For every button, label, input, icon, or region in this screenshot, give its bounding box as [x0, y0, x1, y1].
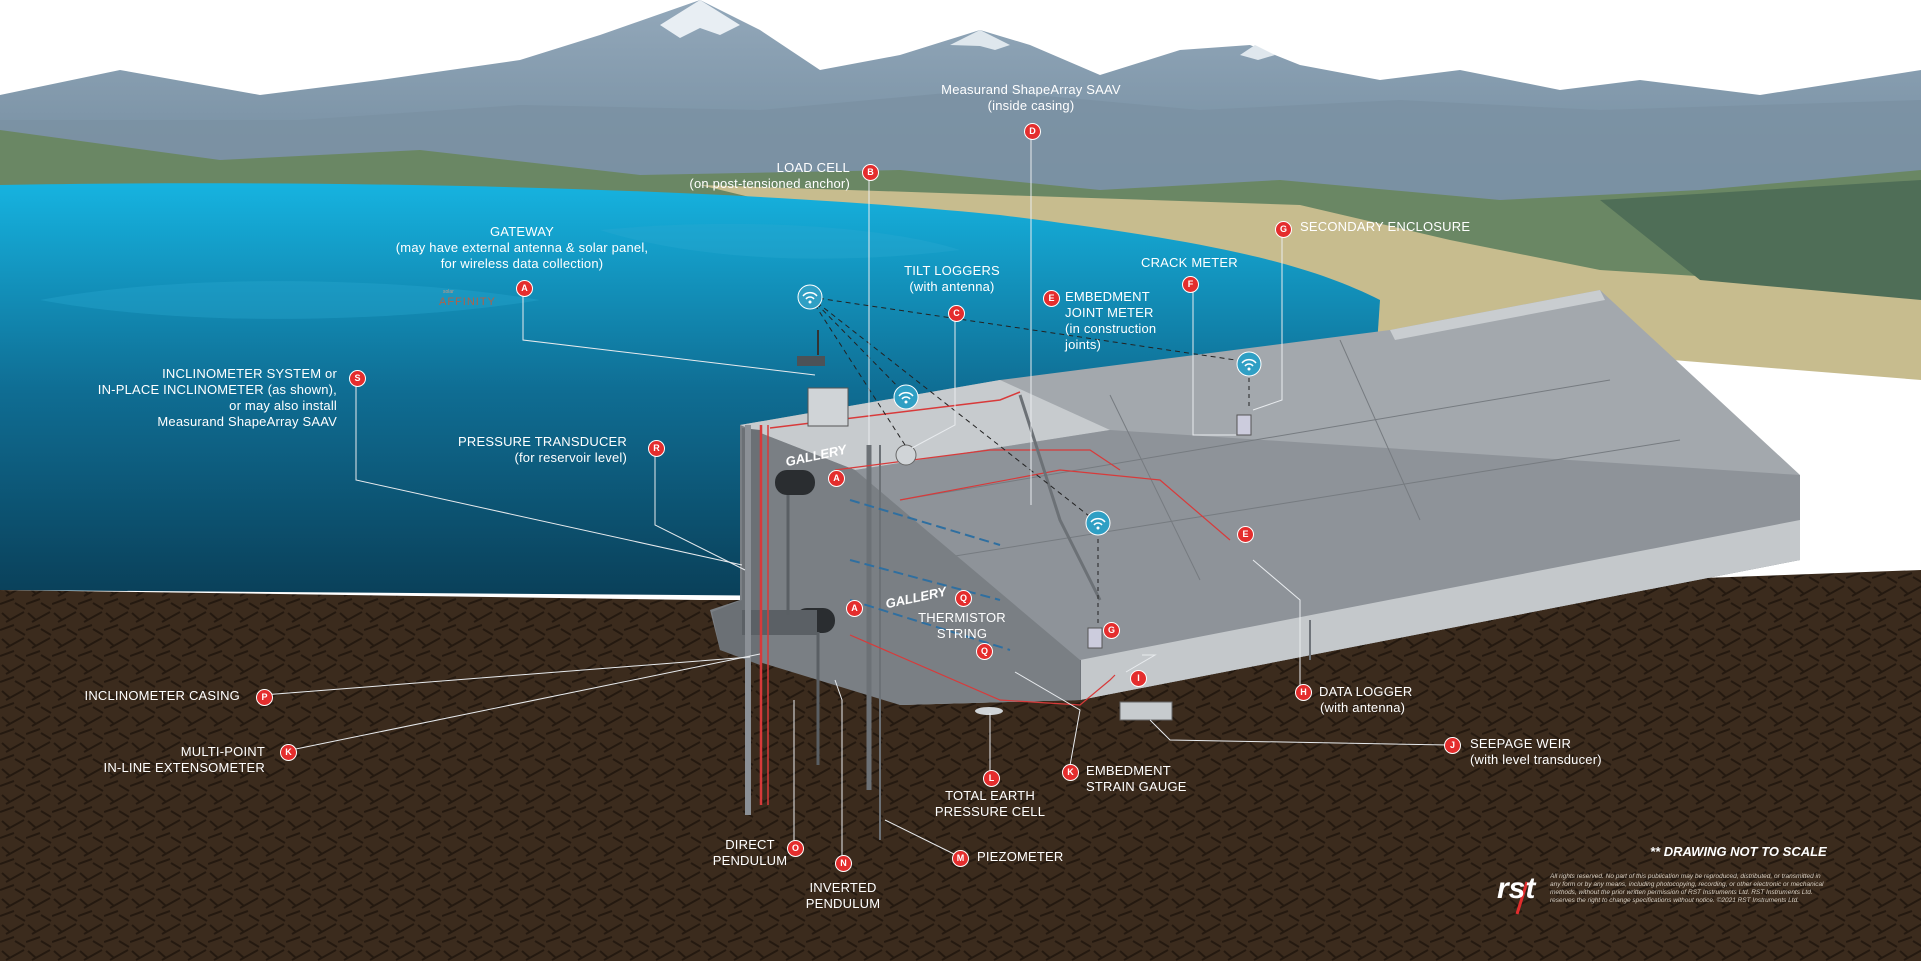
label-piezometer: PIEZOMETER: [977, 849, 1064, 864]
label-gateway: GATEWAY(may have external antenna & sola…: [395, 224, 649, 271]
rst-logo: rst: [1497, 872, 1536, 905]
drawing-scale-note: ** DRAWING NOT TO SCALE: [1650, 844, 1827, 859]
badge-i: I: [1130, 670, 1147, 687]
label-secondary-enclosure: SECONDARY ENCLOSURE: [1300, 219, 1471, 234]
badge-e: E: [1043, 290, 1060, 307]
badge-d: D: [1024, 123, 1041, 140]
badge-s: S: [349, 370, 366, 387]
badge-m: M: [952, 850, 969, 867]
badge-p: P: [256, 689, 273, 706]
badge-l: L: [983, 770, 1000, 787]
wifi-icon: [1085, 510, 1111, 536]
badge-r: R: [648, 440, 665, 457]
wifi-icon: [797, 284, 823, 310]
label-seepage-weir: SEEPAGE WEIR(with level transducer): [1470, 736, 1602, 767]
label-tilt-loggers: TILT LOGGERS(with antenna): [904, 263, 1000, 294]
badge-k-strain-gauge: K: [1062, 764, 1079, 781]
wifi-icon: [1236, 351, 1262, 377]
badge-q-lower: Q: [976, 643, 993, 660]
badge-k-extensometer: K: [280, 744, 297, 761]
badge-j: J: [1444, 737, 1461, 754]
badge-o: O: [787, 840, 804, 857]
badge-f: F: [1182, 276, 1199, 293]
badge-c: C: [948, 305, 965, 322]
badge-h: H: [1295, 684, 1312, 701]
badge-a-gallery-upper: A: [828, 470, 845, 487]
badge-g-secondary: G: [1103, 622, 1120, 639]
badge-b: B: [862, 164, 879, 181]
label-crack-meter: CRACK METER: [1141, 255, 1238, 270]
label-shapearray: Measurand ShapeArray SAAV(inside casing): [941, 82, 1121, 113]
badge-e-secondary: E: [1237, 526, 1254, 543]
badge-g: G: [1275, 221, 1292, 238]
label-pressure-transducer: PRESSURE TRANSDUCER(for reservoir level): [458, 434, 627, 465]
label-data-logger: DATA LOGGER(with antenna): [1319, 684, 1413, 715]
badge-q-upper: Q: [955, 590, 972, 607]
label-load-cell: LOAD CELL(on post-tensioned anchor): [689, 160, 850, 191]
badge-n: N: [835, 855, 852, 872]
badge-a: A: [516, 280, 533, 297]
badge-a-gallery-lower: A: [846, 600, 863, 617]
wifi-icon: [893, 384, 919, 410]
copyright-notice: All rights reserved. No part of this pub…: [1550, 873, 1824, 904]
label-inclinometer-casing: INCLINOMETER CASING: [84, 688, 240, 703]
